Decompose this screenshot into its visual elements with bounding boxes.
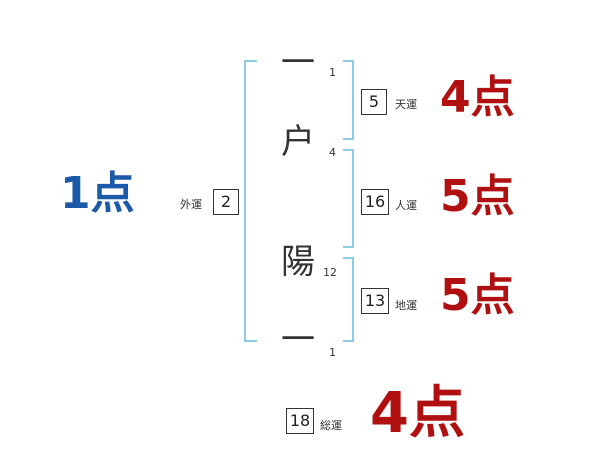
gaikaku-score: 1点 [60,168,135,219]
soukaku-score: 4点 [370,381,465,446]
soukaku-value-box: 18 [286,408,314,434]
tenkaku-score: 4点 [440,72,515,123]
jinkaku-label: 人運 [395,199,417,212]
name-char-3: 陽 [281,242,315,282]
stroke-count-3: 12 [323,266,337,279]
chikaku-value-box: 13 [361,288,389,314]
stroke-count-1: 1 [329,66,336,79]
soukaku-label: 総運 [320,419,342,432]
name-char-1: 一 [281,43,315,83]
right-bracket-tenkaku [343,60,354,140]
left-bracket [244,60,257,342]
tenkaku-value-box: 5 [361,89,387,115]
gaikaku-label: 外運 [180,198,202,211]
right-bracket-chikaku [343,257,354,342]
gaikaku-value-box: 2 [213,189,239,215]
name-char-4: 一 [281,320,315,360]
tenkaku-label: 天運 [395,98,417,111]
jinkaku-score: 5点 [440,171,515,222]
chikaku-label: 地運 [395,299,417,312]
stroke-count-4: 1 [329,346,336,359]
jinkaku-value-box: 16 [361,189,389,215]
right-bracket-jinkaku [343,149,354,248]
stroke-count-2: 4 [329,146,336,159]
name-char-2: 户 [281,122,315,162]
chikaku-score: 5点 [440,270,515,321]
